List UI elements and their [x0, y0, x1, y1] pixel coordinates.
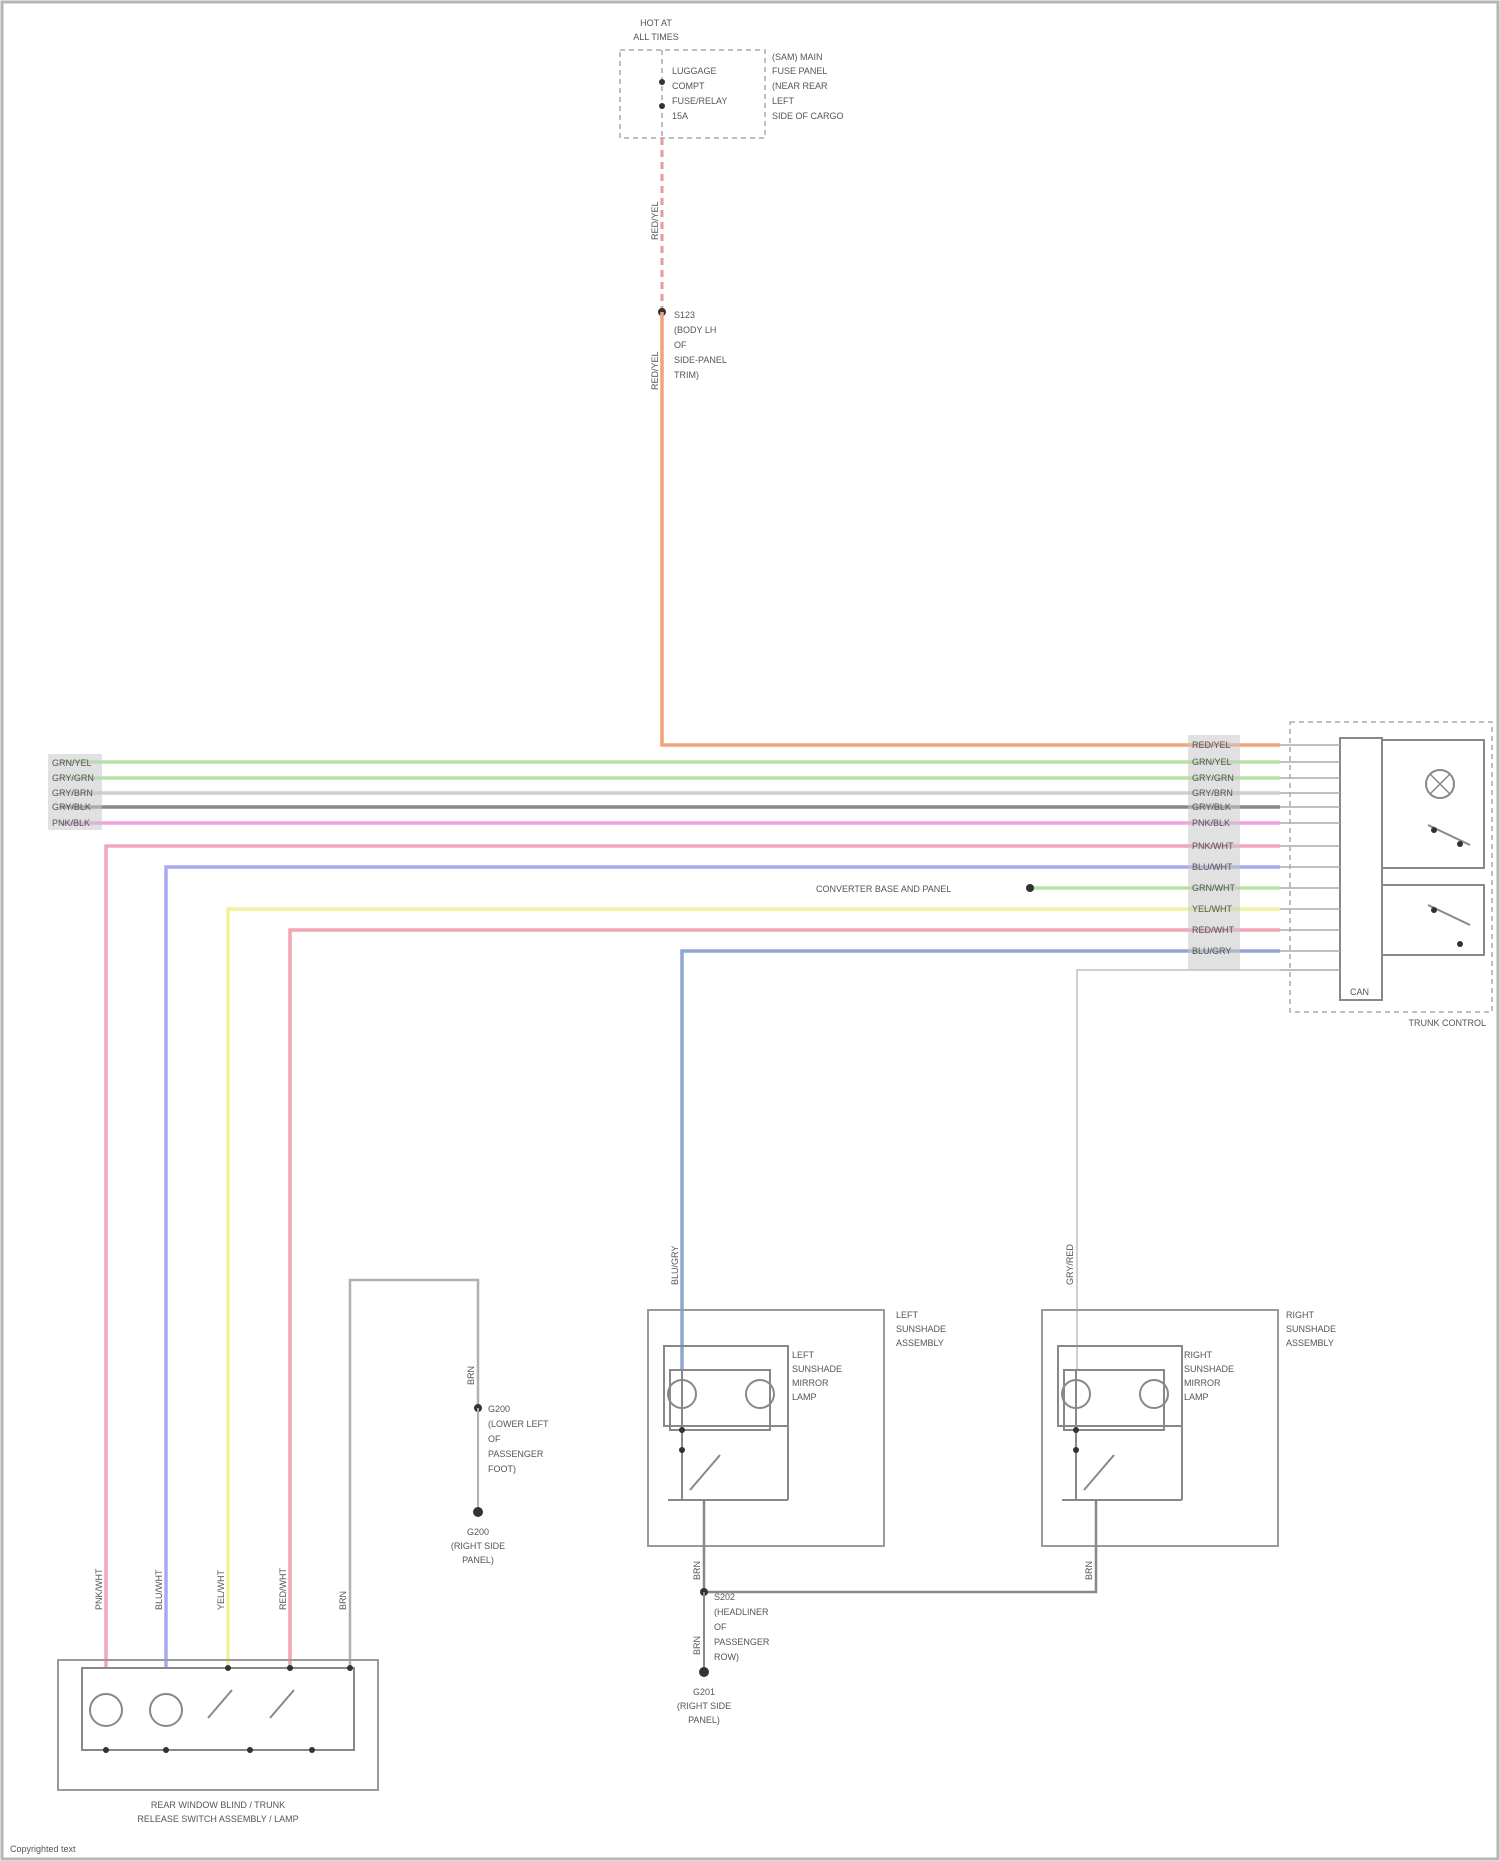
lamp-right-lamplabel-3: MIRROR	[1184, 1378, 1221, 1388]
left-label-1: GRY/GRN	[52, 773, 94, 783]
ground-left-symbol	[473, 1507, 483, 1517]
right-label-9: YEL/WHT	[1192, 904, 1233, 914]
right-label-7: BLU/WHT	[1192, 862, 1233, 872]
lamp-left-lamplabel-3: MIRROR	[792, 1378, 829, 1388]
harness-right-labels: RED/YEL GRN/YEL GRY/GRN GRY/BRN GRY/BLK …	[1188, 735, 1240, 970]
left-sunshade-assembly: LEFT SUNSHADE ASSEMBLY LEFT SUNSHADE MIR…	[648, 1310, 946, 1546]
lamp-left-bottom-wire: BRN	[692, 1561, 702, 1580]
right-label-10: RED/WHT	[1192, 925, 1234, 935]
wire-left-ground	[350, 1280, 478, 1668]
right-label-3: GRY/BRN	[1192, 788, 1233, 798]
fuse-block: HOT AT ALL TIMES LUGGAGE COMPT FUSE/RELA…	[620, 18, 844, 138]
fuse-box	[620, 50, 765, 138]
left-label-2: GRY/BRN	[52, 788, 93, 798]
splice-top-wire: RED/YEL	[650, 351, 660, 390]
module-inner-label: CAN	[1350, 987, 1369, 997]
ground-left-text-4: PASSENGER	[488, 1449, 544, 1459]
switch-assembly: REAR WINDOW BLIND / TRUNK RELEASE SWITCH…	[58, 1660, 378, 1824]
left-label-3: GRY/BLK	[52, 802, 91, 812]
fuse-right-1: (SAM) MAIN	[772, 52, 823, 62]
lamp-left-label-1: LEFT	[896, 1310, 919, 1320]
lamp-left-lamplabel-4: LAMP	[792, 1392, 817, 1402]
ground-right-text-2: (HEADLINER	[714, 1607, 769, 1617]
switch-caption-1: REAR WINDOW BLIND / TRUNK	[151, 1800, 285, 1810]
ground-right-g2: (RIGHT SIDE	[677, 1701, 731, 1711]
switch-lamp-icon-1	[90, 1694, 122, 1726]
right-sunshade-assembly: RIGHT SUNSHADE ASSEMBLY RIGHT SUNSHADE M…	[1042, 1310, 1336, 1546]
lamp-left-label-2: SUNSHADE	[896, 1324, 946, 1334]
fuse-right-2: FUSE PANEL	[772, 66, 827, 76]
left-wire-label-4: BRN	[338, 1591, 348, 1610]
wire-top-label: RED/YEL	[650, 201, 660, 240]
ground-right-text-3: OF	[714, 1622, 727, 1632]
switch-caption-2: RELEASE SWITCH ASSEMBLY / LAMP	[137, 1814, 298, 1824]
ground-right-wire: BRN	[692, 1636, 702, 1655]
left-wire-label-0: PNK/WHT	[94, 1568, 104, 1610]
fuse-header-2: ALL TIMES	[633, 32, 679, 42]
fuse-left-3: FUSE/RELAY	[672, 96, 727, 106]
ground-left-text-1: G200	[488, 1404, 510, 1414]
left-wire-label-1: BLU/WHT	[154, 1569, 164, 1610]
lamp-left-lamplabel-2: SUNSHADE	[792, 1364, 842, 1374]
lamp-right-lamplabel-2: SUNSHADE	[1184, 1364, 1234, 1374]
ground-left-text-5: FOOT)	[488, 1464, 516, 1474]
fuse-left-2: COMPT	[672, 81, 705, 91]
right-label-5: PNK/BLK	[1192, 818, 1230, 828]
fuse-right-3: (NEAR REAR	[772, 81, 828, 91]
switch-lamp-icon-2	[150, 1694, 182, 1726]
lamp-right-bottom-wire: BRN	[1084, 1561, 1094, 1580]
module-label: TRUNK CONTROL	[1408, 1018, 1486, 1028]
right-label-4: GRY/BLK	[1192, 802, 1231, 812]
right-label-2: GRY/GRN	[1192, 773, 1234, 783]
ground-right-g1: G201	[693, 1687, 715, 1697]
right-label-11: BLU/GRY	[1192, 946, 1231, 956]
fuse-header-1: HOT AT	[640, 18, 672, 28]
ground-left-g3: PANEL)	[462, 1555, 494, 1565]
left-wire-label-3: RED/WHT	[278, 1568, 288, 1610]
ground-left-text-3: OF	[488, 1434, 501, 1444]
ground-right-text-5: ROW)	[714, 1652, 739, 1662]
fuse-right-5: SIDE OF CARGO	[772, 111, 844, 121]
splice-top-text-5: TRIM)	[674, 370, 699, 380]
left-wire-label-2: YEL/WHT	[216, 1569, 226, 1610]
footer-copyright: Copyrighted text	[10, 1844, 76, 1854]
trunk-control-module: CAN TRUNK CONTROL	[1280, 722, 1492, 1028]
ground-left-wire: BRN	[466, 1366, 476, 1385]
harness-left-labels: GRN/YEL GRY/GRN GRY/BRN GRY/BLK PNK/BLK	[48, 754, 102, 830]
wire-orange	[662, 312, 1280, 745]
lamp-right-wire: GRY/RED	[1065, 1244, 1075, 1285]
ground-right-g3: PANEL)	[688, 1715, 720, 1725]
lamp-right-label-3: ASSEMBLY	[1286, 1338, 1334, 1348]
lamp-left-lamplabel-1: LEFT	[792, 1350, 815, 1360]
right-label-8: GRN/WHT	[1192, 883, 1235, 893]
left-label-0: GRN/YEL	[52, 758, 92, 768]
lamp-right-lamplabel-1: RIGHT	[1184, 1350, 1213, 1360]
fuse-left-4: 15A	[672, 111, 688, 121]
ground-right-text-1: S202	[714, 1592, 735, 1602]
can-bus-node	[1026, 884, 1034, 892]
splice-top-text-1: S123	[674, 310, 695, 320]
lamp-right-label-2: SUNSHADE	[1286, 1324, 1336, 1334]
splice-top-text-4: SIDE-PANEL	[674, 355, 727, 365]
right-label-0: RED/YEL	[1192, 740, 1231, 750]
ground-left-g1: G200	[467, 1527, 489, 1537]
splice-top-text-2: (BODY LH	[674, 325, 716, 335]
can-bus-label: CONVERTER BASE AND PANEL	[816, 884, 951, 894]
right-label-6: PNK/WHT	[1192, 841, 1234, 851]
lamp-left-wire: BLU/GRY	[670, 1246, 680, 1285]
ground-right-symbol	[699, 1667, 709, 1677]
lamp-left-label-3: ASSEMBLY	[896, 1338, 944, 1348]
left-label-4: PNK/BLK	[52, 818, 90, 828]
ground-left-g2: (RIGHT SIDE	[451, 1541, 505, 1551]
right-label-1: GRN/YEL	[1192, 757, 1232, 767]
ground-left-text-2: (LOWER LEFT	[488, 1419, 549, 1429]
fuse-left-1: LUGGAGE	[672, 66, 717, 76]
lamp-right-lamplabel-4: LAMP	[1184, 1392, 1209, 1402]
lamp-right-label-1: RIGHT	[1286, 1310, 1315, 1320]
ground-right-text-4: PASSENGER	[714, 1637, 770, 1647]
splice-top-text-3: OF	[674, 340, 687, 350]
fuse-right-4: LEFT	[772, 96, 795, 106]
